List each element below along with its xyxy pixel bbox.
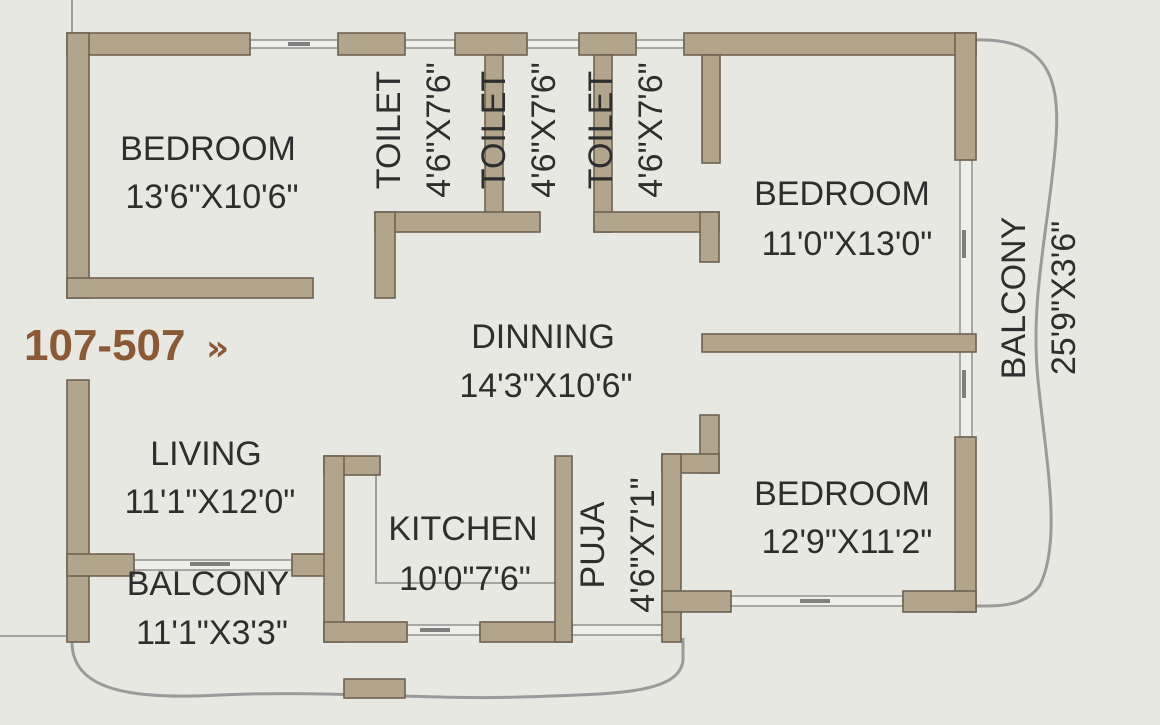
living-size: 11'1"X12'0": [125, 483, 296, 521]
east-balcony-outline: [974, 38, 1059, 608]
toilet-3-name: TOILET: [582, 71, 620, 189]
room-kitchen: KITCHEN 10'0"7'6": [388, 510, 537, 598]
window-north-3: [526, 39, 580, 49]
bedroom-3-size: 12'9"X11'2": [762, 523, 933, 561]
kitchen-name: KITCHEN: [388, 510, 537, 548]
puja-size: 4'6"X7'1": [624, 477, 662, 612]
living-name: LIVING: [150, 435, 261, 473]
room-bedroom-3: BEDROOM 12'9"X11'2": [754, 475, 932, 561]
room-balcony-east: BALCONY 25'9"X3'6": [995, 217, 1083, 380]
walls: [66, 32, 977, 699]
balcony-east-size: 25'9"X3'6": [1045, 221, 1083, 375]
room-living: LIVING 11'1"X12'0": [125, 435, 296, 521]
toilet-2-name: TOILET: [475, 71, 513, 189]
window-north-4: [635, 39, 685, 49]
bedroom-1-size: 13'6"X10'6": [125, 178, 298, 216]
dinning-size: 14'3"X10'6": [459, 367, 632, 405]
puja-name: PUJA: [574, 501, 612, 588]
room-toilet-3: TOILET 4'6"X7'6": [582, 62, 670, 197]
window-north-2: [404, 39, 456, 49]
room-toilet-1: TOILET 4'6"X7'6": [370, 62, 458, 197]
balcony-east-name: BALCONY: [995, 217, 1033, 380]
room-dinning: DINNING 14'3"X10'6": [459, 318, 632, 405]
balcony-south-name: BALCONY: [127, 565, 290, 603]
room-balcony-south: BALCONY 11'1"X3'3": [127, 565, 290, 652]
window-puja: [571, 624, 663, 636]
toilet-1-name: TOILET: [370, 71, 408, 189]
toilet-3-size: 4'6"X7'6": [632, 62, 670, 197]
unit-number: 107-507: [24, 321, 185, 370]
unit-label: 107-507 »: [24, 321, 229, 370]
bedroom-2-name: BEDROOM: [754, 175, 930, 213]
site-boundary-lines: [0, 0, 73, 637]
bedroom-3-name: BEDROOM: [754, 475, 930, 513]
room-puja: PUJA 4'6"X7'1": [574, 477, 662, 612]
dinning-name: DINNING: [471, 318, 615, 356]
double-chevron-right-icon: »: [206, 328, 229, 369]
balcony-south-size: 11'1"X3'3": [136, 614, 288, 652]
kitchen-size: 10'0"7'6": [399, 560, 531, 598]
bedroom-1-name: BEDROOM: [120, 130, 296, 168]
interior-lines: [375, 470, 558, 584]
toilet-2-size: 4'6"X7'6": [525, 62, 563, 197]
room-toilet-2: TOILET 4'6"X7'6": [475, 62, 563, 197]
room-bedroom-2: BEDROOM 11'0"X13'0": [754, 175, 932, 263]
bedroom-2-size: 11'0"X13'0": [762, 225, 933, 263]
room-bedroom-1: BEDROOM 13'6"X10'6": [120, 130, 298, 216]
toilet-1-size: 4'6"X7'6": [420, 62, 458, 197]
